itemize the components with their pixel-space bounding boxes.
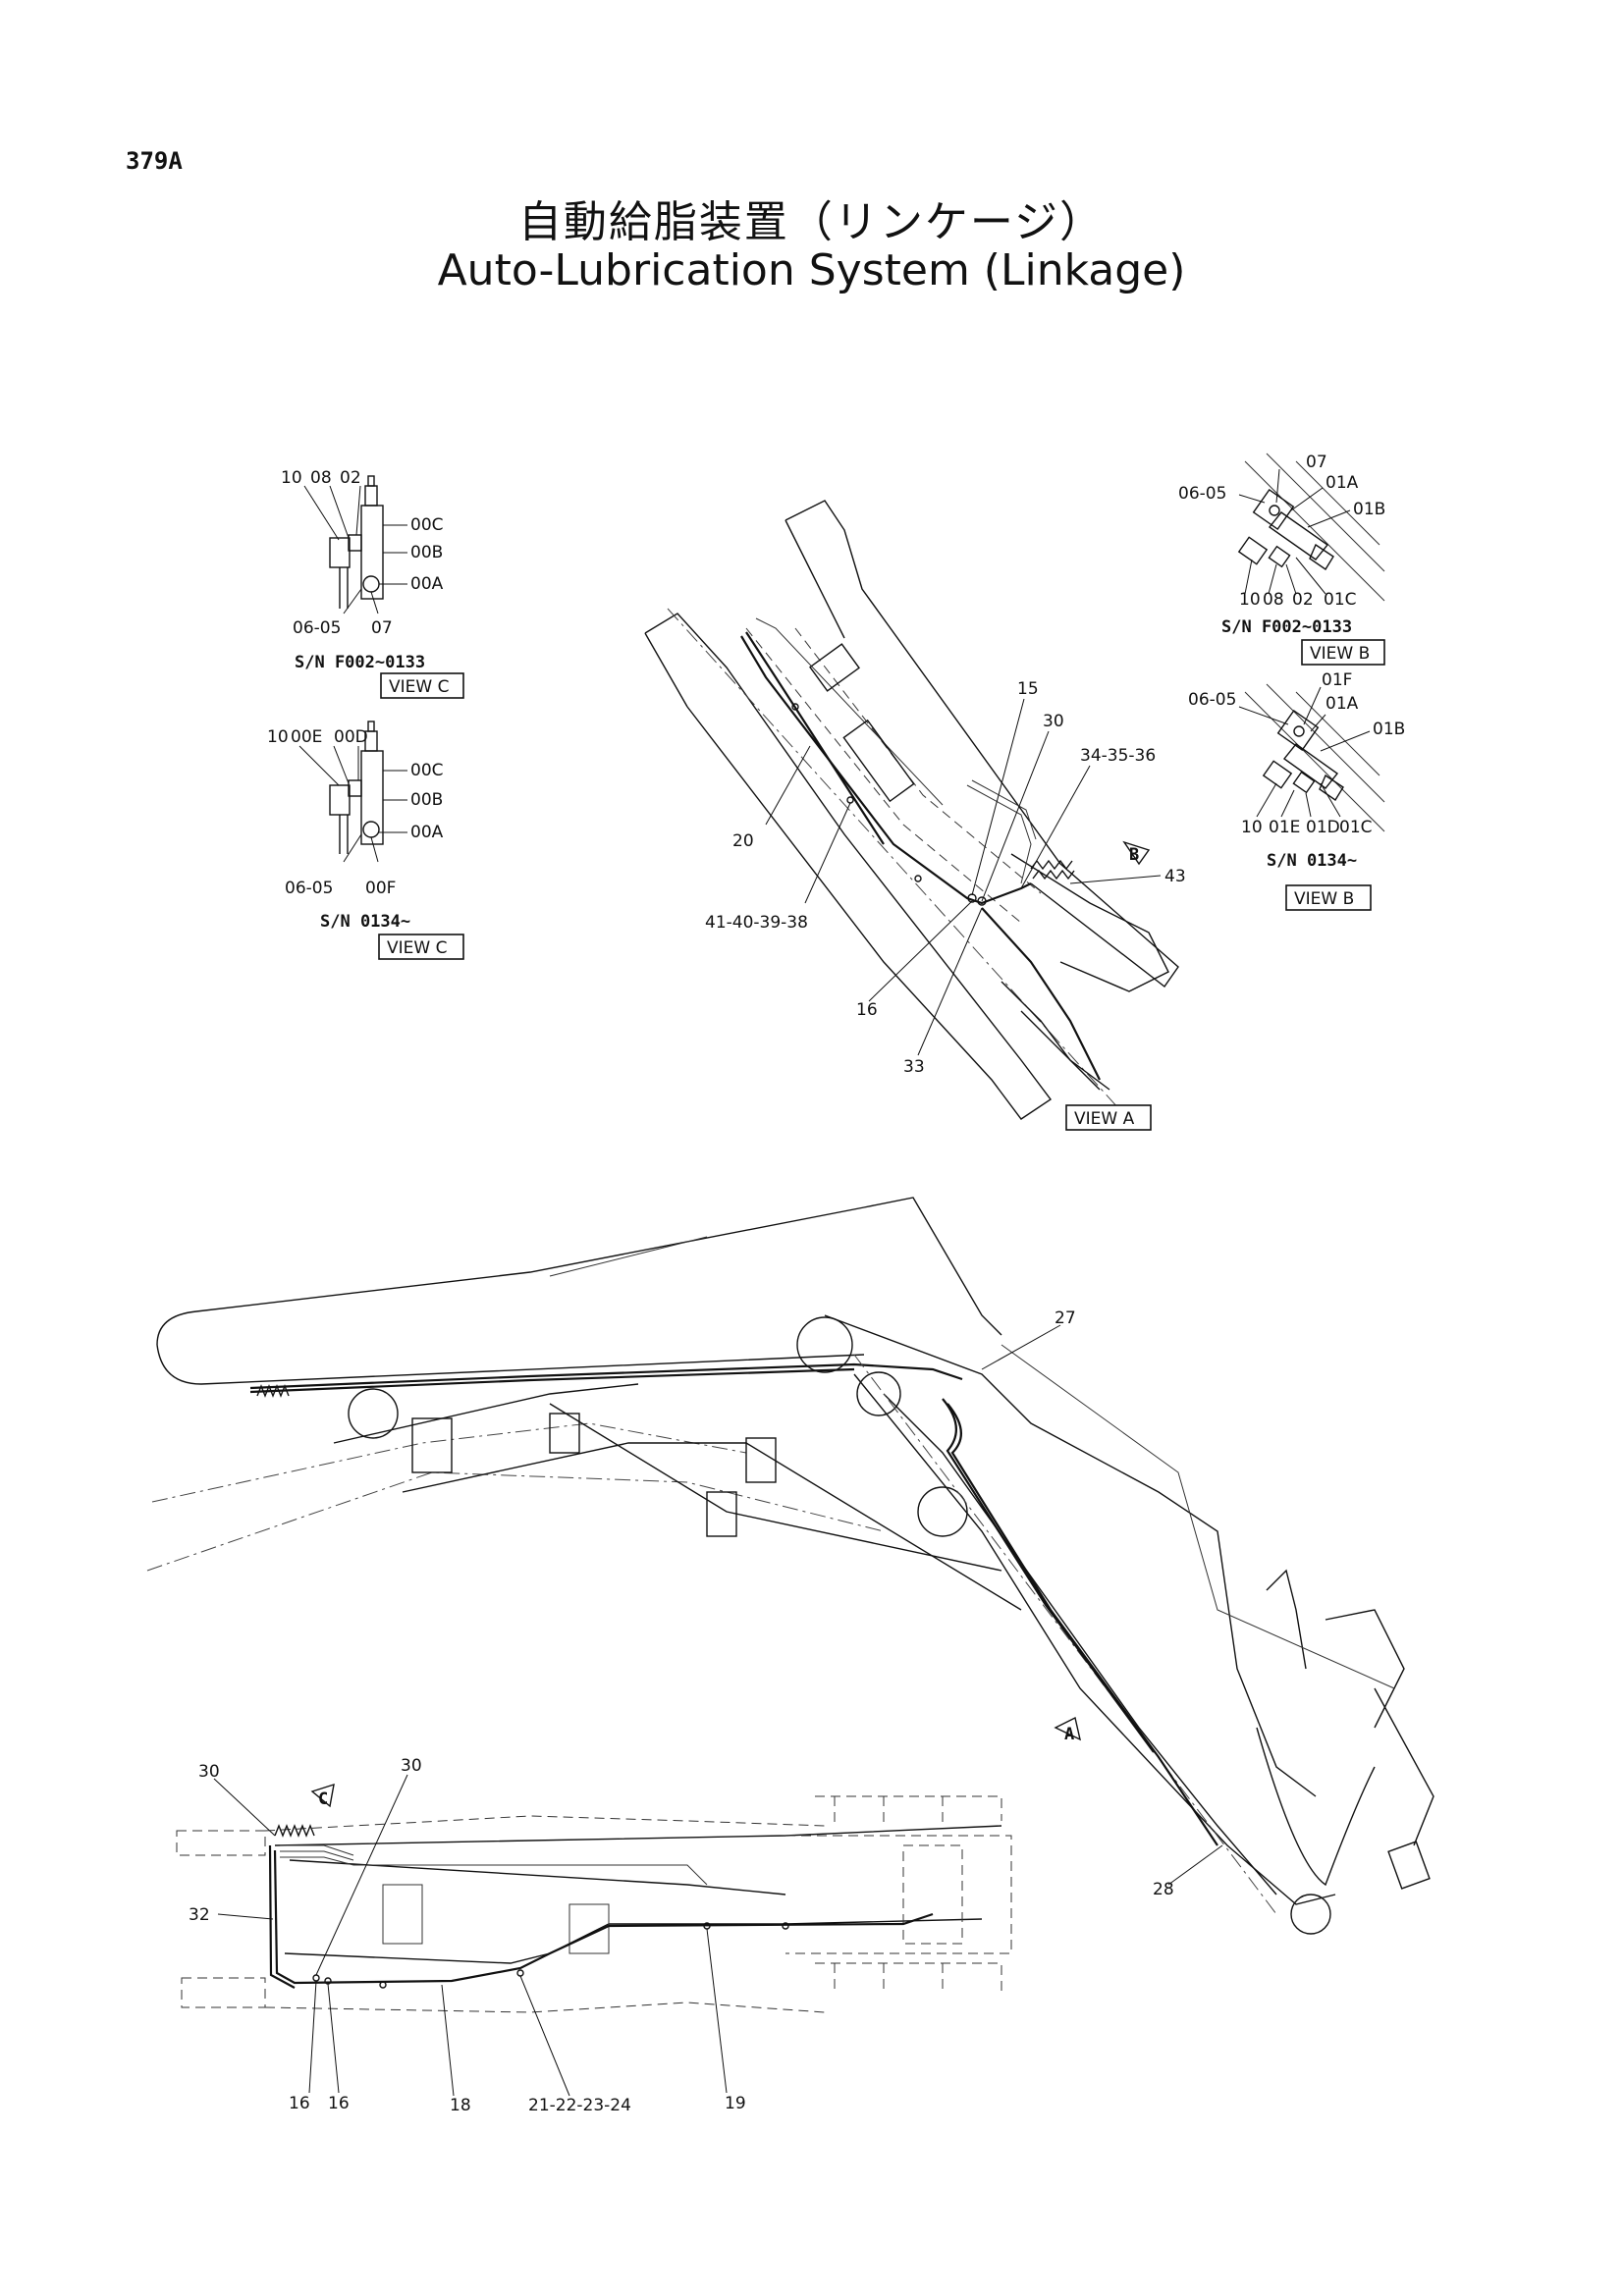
view-c1-serial: S/N F002~0133 [295, 653, 425, 672]
main-marker-a: A [1064, 1725, 1074, 1744]
view-c1-label-02: 02 [340, 468, 361, 488]
view-c2-view-label: VIEW C [387, 938, 447, 958]
main-label-16-left: 16 [289, 2094, 310, 2113]
view-b2-label-01d: 01D [1306, 818, 1340, 837]
view-b2-label-01f: 01F [1322, 670, 1352, 690]
view-b1-label-08: 08 [1263, 590, 1284, 610]
view-c1-label-07: 07 [371, 618, 393, 638]
view-a-label-16: 16 [856, 1000, 878, 1020]
view-b1-label-01b: 01B [1353, 500, 1385, 519]
view-c2-serial: S/N 0134~ [320, 912, 410, 932]
view-c2-label-00e: 00E [291, 727, 322, 747]
view-c1-label-08: 08 [310, 468, 332, 488]
view-c2-box [378, 934, 464, 960]
view-c-detail-1 [303, 475, 407, 614]
view-c1-view-label: VIEW C [389, 677, 449, 697]
view-b1-box [1301, 639, 1385, 666]
view-b2-label-01c: 01C [1339, 818, 1373, 837]
view-a-box [1065, 1104, 1152, 1131]
view-b1-serial: S/N F002~0133 [1221, 617, 1352, 637]
view-a-label-15: 15 [1017, 679, 1039, 699]
view-c2-label-00c: 00C [410, 761, 444, 780]
view-a-view-label: VIEW A [1074, 1109, 1135, 1129]
view-b2-label-01a: 01A [1325, 694, 1359, 714]
bottom-plan-view [176, 1774, 1012, 2097]
view-b1-label-01a: 01A [1325, 473, 1359, 493]
view-c2-label-06-05: 06-05 [285, 879, 333, 898]
view-b1-view-label: VIEW B [1310, 644, 1370, 664]
main-label-21-22-23-24: 21-22-23-24 [528, 2096, 631, 2115]
view-a-marker-b: B [1129, 845, 1139, 865]
view-b1-label-02: 02 [1292, 590, 1314, 610]
view-a-label-43: 43 [1164, 867, 1186, 886]
view-c1-label-00c: 00C [410, 515, 444, 535]
view-c1-label-00b: 00B [410, 543, 443, 562]
view-b1-label-06-05: 06-05 [1178, 484, 1226, 504]
view-a-label-30: 30 [1043, 712, 1064, 731]
view-b2-label-10: 10 [1241, 818, 1263, 837]
view-c2-label-00b: 00B [410, 790, 443, 810]
view-a-label-41-40-39-38: 41-40-39-38 [705, 913, 808, 933]
view-c1-label-10: 10 [281, 468, 302, 488]
view-a-label-34-35-36: 34-35-36 [1080, 746, 1156, 766]
page-code: 379A [126, 147, 183, 175]
view-b2-box [1285, 884, 1372, 911]
main-marker-c: C [318, 1789, 328, 1809]
view-c1-label-06-05: 06-05 [293, 618, 341, 638]
main-label-19: 19 [725, 2094, 746, 2113]
view-b2-label-06-05: 06-05 [1188, 690, 1236, 710]
main-label-30-left: 30 [198, 1762, 220, 1782]
title-japanese: 自動給脂装置（リンケージ） [517, 197, 1106, 247]
main-side-view [146, 1197, 1434, 1935]
view-c2-label-10: 10 [267, 727, 289, 747]
view-c2-label-00d: 00D [334, 727, 368, 747]
view-b2-serial: S/N 0134~ [1267, 851, 1357, 871]
main-label-28: 28 [1153, 1880, 1174, 1899]
view-b1-label-01c: 01C [1324, 590, 1357, 610]
main-label-32: 32 [189, 1905, 210, 1925]
main-label-18: 18 [450, 2096, 471, 2115]
view-c2-label-00f: 00F [365, 879, 396, 898]
view-b1-label-07: 07 [1306, 453, 1327, 472]
view-b-detail-2 [1238, 683, 1385, 832]
view-c2-label-00a: 00A [410, 823, 444, 842]
main-label-16-right: 16 [328, 2094, 350, 2113]
view-a-drawing [644, 500, 1179, 1120]
view-a-label-20: 20 [732, 831, 754, 851]
view-c1-box [380, 672, 464, 699]
view-b2-view-label: VIEW B [1294, 889, 1354, 909]
main-label-27: 27 [1055, 1308, 1076, 1328]
main-label-30-right: 30 [401, 1756, 422, 1776]
view-c-detail-2 [298, 721, 407, 863]
view-b-detail-1 [1237, 453, 1385, 602]
view-b1-label-10: 10 [1239, 590, 1261, 610]
view-a-label-33: 33 [903, 1057, 925, 1077]
view-b2-label-01b: 01B [1373, 720, 1405, 739]
view-c1-label-00a: 00A [410, 574, 444, 594]
view-b2-label-01e: 01E [1269, 818, 1300, 837]
title-english: Auto-Lubrication System (Linkage) [437, 245, 1186, 295]
